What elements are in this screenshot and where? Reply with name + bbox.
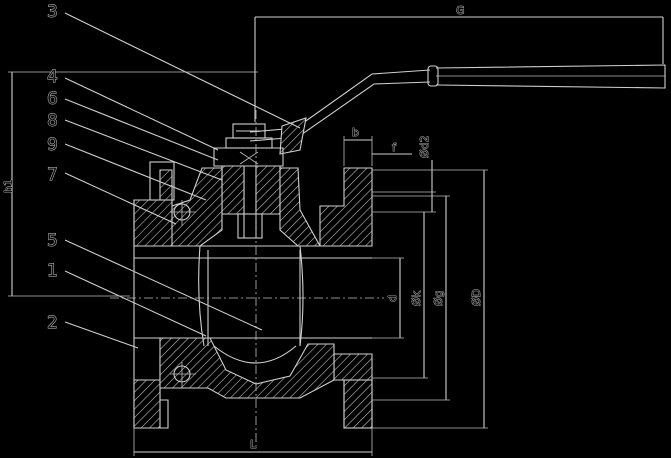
- flange-bolt-top: [170, 200, 196, 226]
- dimension-label-L: L: [250, 438, 257, 451]
- stem-assembly: [213, 123, 284, 239]
- dimension-label-k: Øk: [410, 290, 423, 306]
- part-number-6: 6: [47, 89, 58, 109]
- dimension-label-g: Øg: [432, 290, 445, 306]
- dimension-label-f: f: [392, 141, 397, 154]
- dimension-label-d2: Ød2: [418, 135, 431, 158]
- part-number-2: 2: [47, 313, 58, 333]
- part-number-8: 8: [47, 111, 58, 131]
- part-number-9: 9: [47, 135, 58, 155]
- right-flange: [319, 167, 373, 429]
- body-neck-right: [279, 167, 321, 247]
- dimension-label-G: G: [456, 4, 465, 17]
- dimension-label-D: ØD: [470, 289, 483, 306]
- dimension-label-d: d: [386, 295, 399, 302]
- dimension-label-b: b: [352, 126, 359, 139]
- left-flange: [133, 161, 175, 429]
- valve-body: [110, 110, 384, 446]
- dimension-label-h1: h1: [2, 179, 15, 193]
- part-number-1: 1: [47, 261, 58, 281]
- part-number-7: 7: [47, 165, 58, 185]
- part-number-5: 5: [47, 231, 58, 251]
- dimension-lines: [8, 16, 664, 456]
- lever-handle: [249, 64, 666, 155]
- part-number-4: 4: [47, 67, 58, 87]
- leader-lines: [64, 12, 301, 349]
- part-number-3: 3: [47, 2, 58, 22]
- flange-bolt-bottom: [170, 362, 196, 388]
